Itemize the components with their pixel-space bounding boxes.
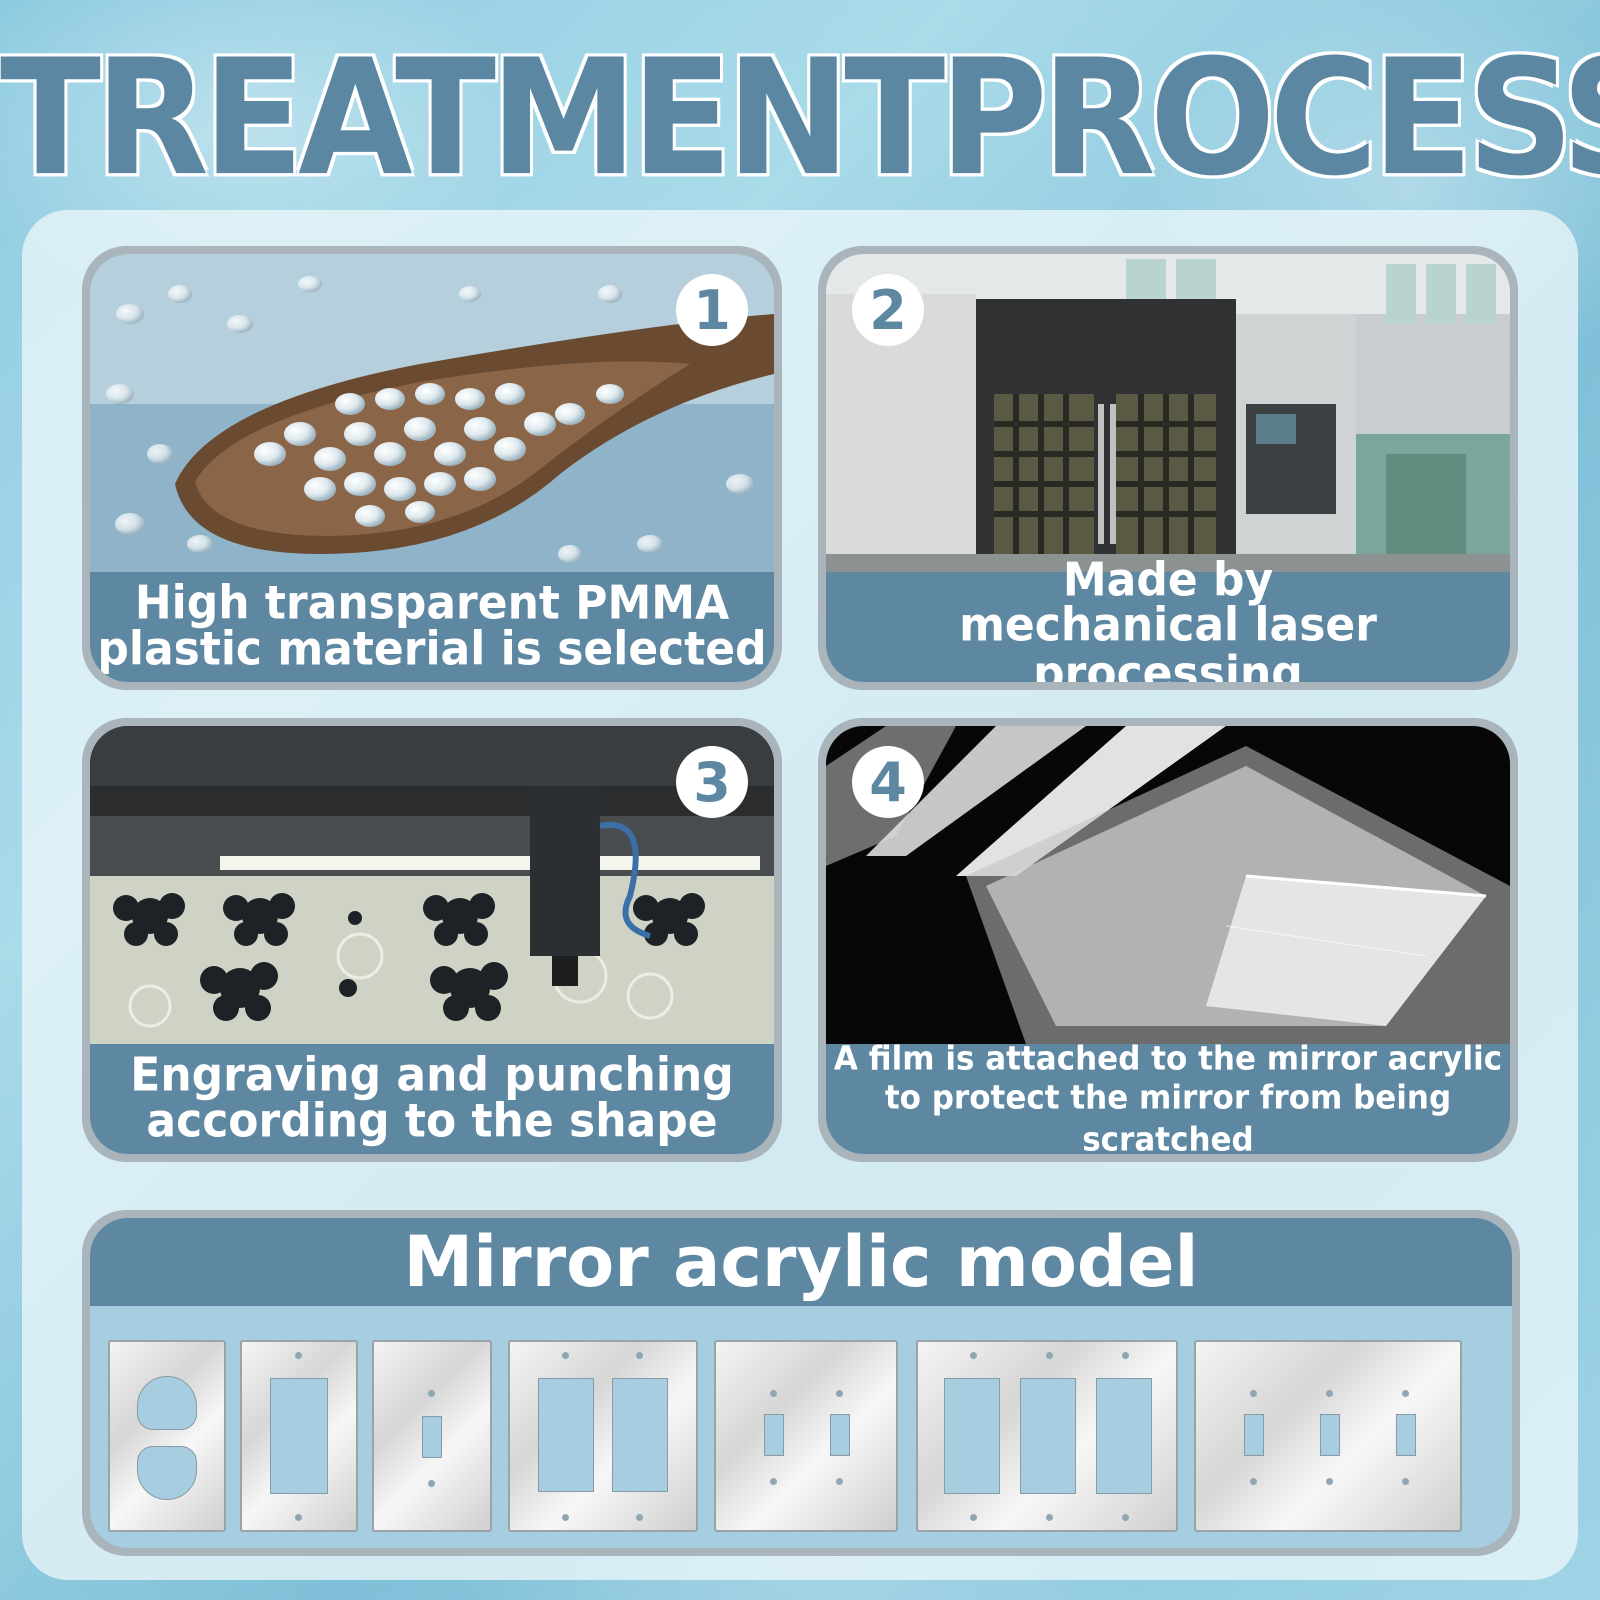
step-number-badge: 1 bbox=[676, 274, 748, 346]
step-number-badge: 4 bbox=[852, 746, 924, 818]
step-caption-line: to protect the mirror from being scratch… bbox=[884, 1079, 1452, 1154]
step-card-2: 2 Made by mechanical laser processing bbox=[818, 246, 1518, 690]
step-card-1: 1 High transparent PMMA plastic material… bbox=[82, 246, 782, 690]
plate-triple-toggle bbox=[1194, 1340, 1462, 1532]
step-caption-line: Engraving and punching bbox=[130, 1048, 734, 1103]
step-card-4: 4 A film is attached to the mirror acryl… bbox=[818, 718, 1518, 1162]
plate-duplex bbox=[108, 1340, 226, 1532]
plate-triple-decora bbox=[916, 1340, 1178, 1532]
step-caption-line: High transparent PMMA bbox=[134, 576, 730, 631]
step-caption: Made by mechanical laser processing bbox=[826, 556, 1510, 682]
plate-double-toggle bbox=[714, 1340, 898, 1532]
acrylic-film-photo bbox=[826, 726, 1510, 1044]
pmma-pellets-photo bbox=[90, 254, 774, 572]
step-card-3: 3 Engraving and punching according to th… bbox=[82, 718, 782, 1162]
step-caption: A film is attached to the mirror acrylic… bbox=[826, 1040, 1510, 1154]
step-caption: High transparent PMMA plastic material i… bbox=[90, 572, 774, 682]
page-title: TREATMENTPROCESS bbox=[0, 25, 1600, 211]
step-caption-line: mechanical laser processing bbox=[959, 598, 1377, 682]
plate-double-decora bbox=[508, 1340, 698, 1532]
laser-engraving-photo bbox=[90, 726, 774, 1044]
step-caption-line: plastic material is selected bbox=[97, 622, 767, 677]
cnc-machine-photo bbox=[826, 254, 1510, 572]
step-number-badge: 2 bbox=[852, 274, 924, 346]
step-caption-line: Made by bbox=[1062, 553, 1274, 608]
step-caption: Engraving and punching according to the … bbox=[90, 1044, 774, 1154]
step-caption-line: according to the shape bbox=[146, 1094, 718, 1149]
model-section-title: Mirror acrylic model bbox=[90, 1218, 1512, 1306]
step-number-badge: 3 bbox=[676, 746, 748, 818]
step-caption-line: A film is attached to the mirror acrylic bbox=[833, 1040, 1503, 1078]
plate-single-decora bbox=[240, 1340, 358, 1532]
mirror-model-section: Mirror acrylic model bbox=[82, 1210, 1520, 1556]
plate-single-toggle bbox=[372, 1340, 492, 1532]
